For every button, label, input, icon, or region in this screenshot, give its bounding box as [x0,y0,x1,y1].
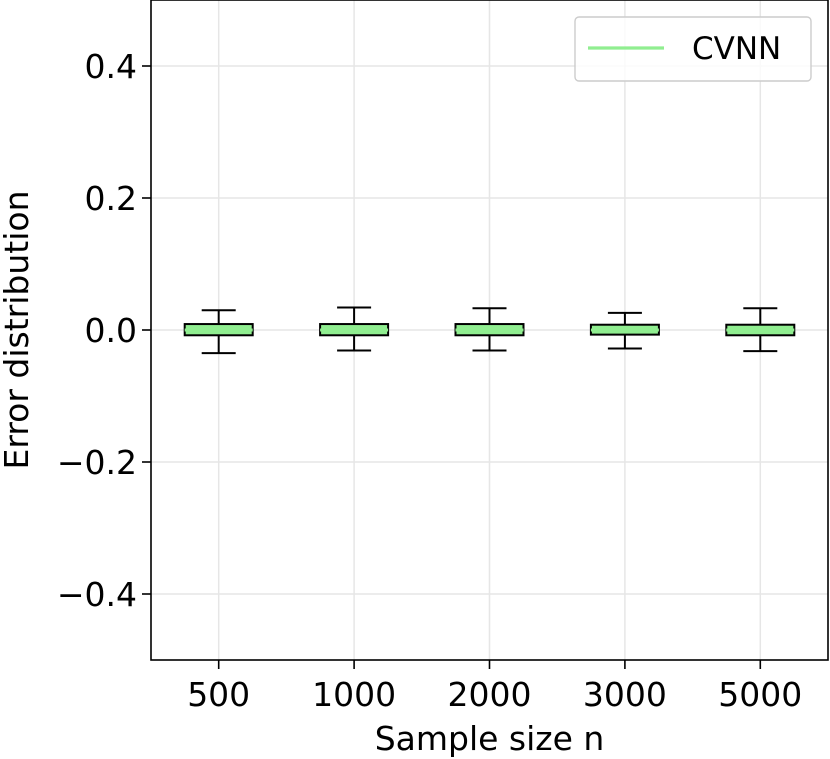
y-tick-label: 0.2 [85,179,137,218]
y-axis-ticks: −0.4 −0.2 0.0 0.2 0.4 [57,47,151,614]
box-3000 [589,311,660,350]
box-500 [183,309,254,355]
x-axis-ticks: 500 1000 2000 3000 5000 [187,660,802,714]
y-tick-label: −0.4 [57,575,137,614]
box-2000 [454,307,525,352]
box-5000 [725,307,796,353]
x-axis-label: Sample size n [375,719,605,758]
box-series-cvnn [183,306,796,355]
x-tick-label: 2000 [448,675,532,714]
y-tick-label: 0.0 [85,311,137,350]
legend-frame [574,16,812,82]
y-axis-label: Error distribution [0,191,36,470]
x-tick-label: 5000 [718,675,802,714]
box-1000 [319,306,390,352]
y-tick-label: −0.2 [57,443,137,482]
legend-label-cvnn: CVNN [692,31,781,67]
x-tick-label: 3000 [583,675,667,714]
x-tick-label: 1000 [312,675,396,714]
y-tick-label: 0.4 [85,47,137,86]
legend: CVNN [574,16,812,82]
x-tick-label: 500 [187,675,250,714]
